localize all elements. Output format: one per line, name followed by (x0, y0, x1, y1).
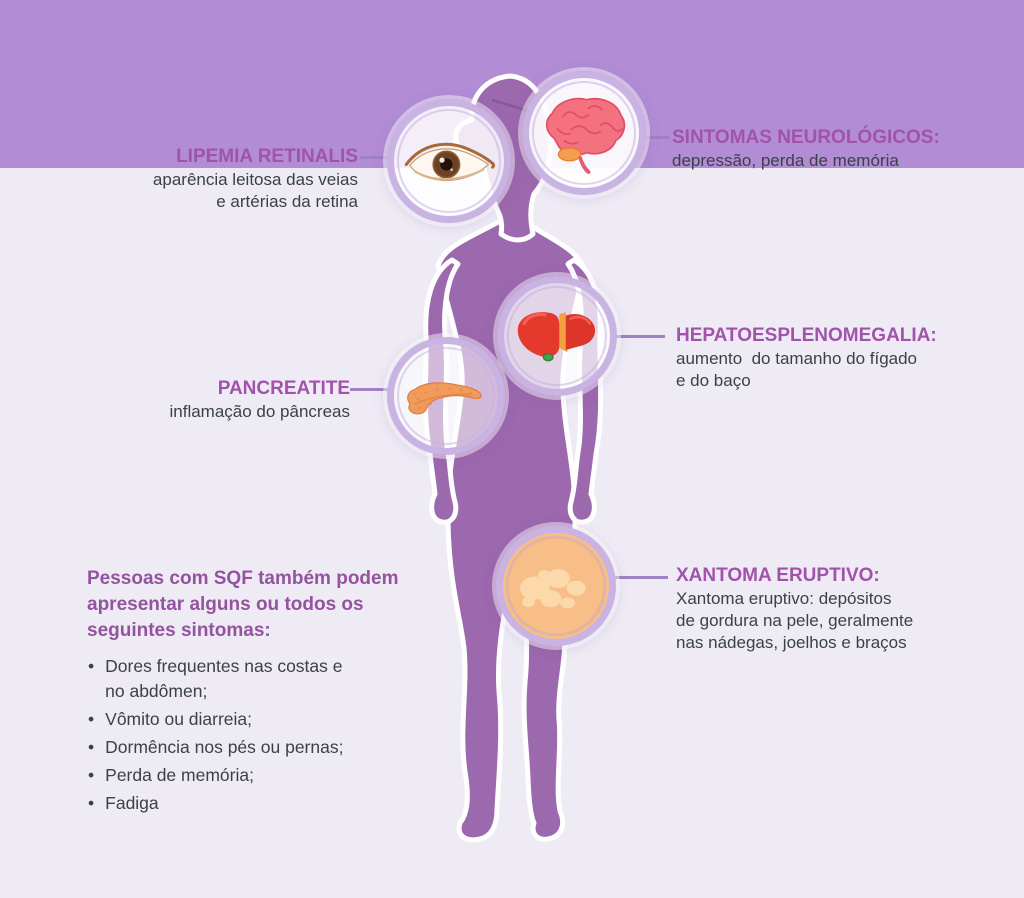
symptom-list-item: • Fadiga (88, 791, 343, 816)
pancreas-circle (387, 337, 505, 455)
callout-text-line: nas nádegas, joelhos e braços (676, 633, 907, 652)
callout-pancreatite: PANCREATITE inflamação do pâncreas (169, 377, 350, 423)
bullet-marker: • (88, 656, 95, 676)
intro-line: seguintes sintomas: (87, 620, 271, 641)
xantoma-circle (496, 526, 616, 646)
bullet-marker: • (88, 737, 95, 757)
symptom-list-item: • Vômito ou diarreia; (88, 707, 343, 732)
pancreas-icon (407, 382, 482, 415)
callout-text-line: depressão, perda de memória (672, 151, 899, 170)
bullet-marker: • (88, 793, 95, 813)
bullet-marker: • (88, 709, 95, 729)
callout-hepatoesplenomegalia: HEPATOESPLENOMEGALIA: aumento do tamanho… (676, 324, 937, 392)
callout-text-line: aparência leitosa das veias (152, 170, 358, 189)
callout-text-line: e artérias da retina (216, 192, 358, 211)
xantoma-connector-line (612, 576, 668, 579)
bullet-marker: • (88, 765, 95, 785)
callout-sintomas-neurologicos: SINTOMAS NEUROLÓGICOS: depressão, perda … (672, 126, 940, 172)
callout-text-line: e do baço (676, 371, 751, 390)
callout-text-line: inflamação do pâncreas (169, 402, 350, 421)
symptom-list-item: • Dormência nos pés ou pernas; (88, 735, 343, 760)
lipemia-connector-line (360, 156, 390, 159)
hepato-connector-line (613, 335, 665, 338)
symptom-list-item: • Dores frequentes nas costas e no abdôm… (88, 654, 343, 704)
intro-line: apresentar alguns ou todos os (87, 594, 364, 615)
intro-line: Pessoas com SQF também podem (87, 568, 399, 589)
liver-circle (497, 276, 617, 396)
callout-title: HEPATOESPLENOMEGALIA: (676, 325, 937, 346)
callout-xantoma-eruptivo: XANTOMA ERUPTIVO: Xantoma eruptivo: depó… (676, 564, 913, 654)
symptom-text: Fadiga (105, 793, 159, 813)
callout-lipemia-retinalis: LIPEMIA RETINALIS aparência leitosa das … (153, 145, 358, 213)
callout-text-line: de gordura na pele, geralmente (676, 611, 914, 630)
callout-title: LIPEMIA RETINALIS (176, 146, 358, 167)
pancreas-connector-line (350, 388, 390, 391)
brain-circle (522, 71, 646, 195)
callout-text-line: aumento do tamanho do fígado (676, 349, 918, 368)
symptom-list-item: • Perda de memória; (88, 763, 343, 788)
liver-icon (517, 312, 596, 362)
brain-icon (545, 97, 626, 174)
symptom-text: Dormência nos pés ou pernas; (105, 737, 344, 757)
intro-paragraph: Pessoas com SQF também podem apresentar … (87, 566, 399, 644)
symptom-list-panel (45, 730, 425, 847)
eye-circle (387, 99, 511, 223)
callout-title: XANTOMA ERUPTIVO: (676, 565, 880, 586)
callout-text-line: Xantoma eruptivo: depósitos (676, 589, 892, 608)
symptom-list: • Dores frequentes nas costas e no abdôm… (88, 654, 343, 819)
symptom-text: Dores frequentes nas costas e no abdômen… (105, 656, 343, 701)
callout-title: PANCREATITE (217, 378, 350, 399)
callout-title: SINTOMAS NEUROLÓGICOS: (672, 127, 940, 148)
symptom-text: Vômito ou diarreia; (105, 709, 253, 729)
eye-icon (404, 142, 496, 182)
xanthoma-skin-icon (503, 533, 609, 639)
symptom-text: Perda de memória; (105, 765, 254, 785)
neuro-connector-line (644, 136, 670, 139)
